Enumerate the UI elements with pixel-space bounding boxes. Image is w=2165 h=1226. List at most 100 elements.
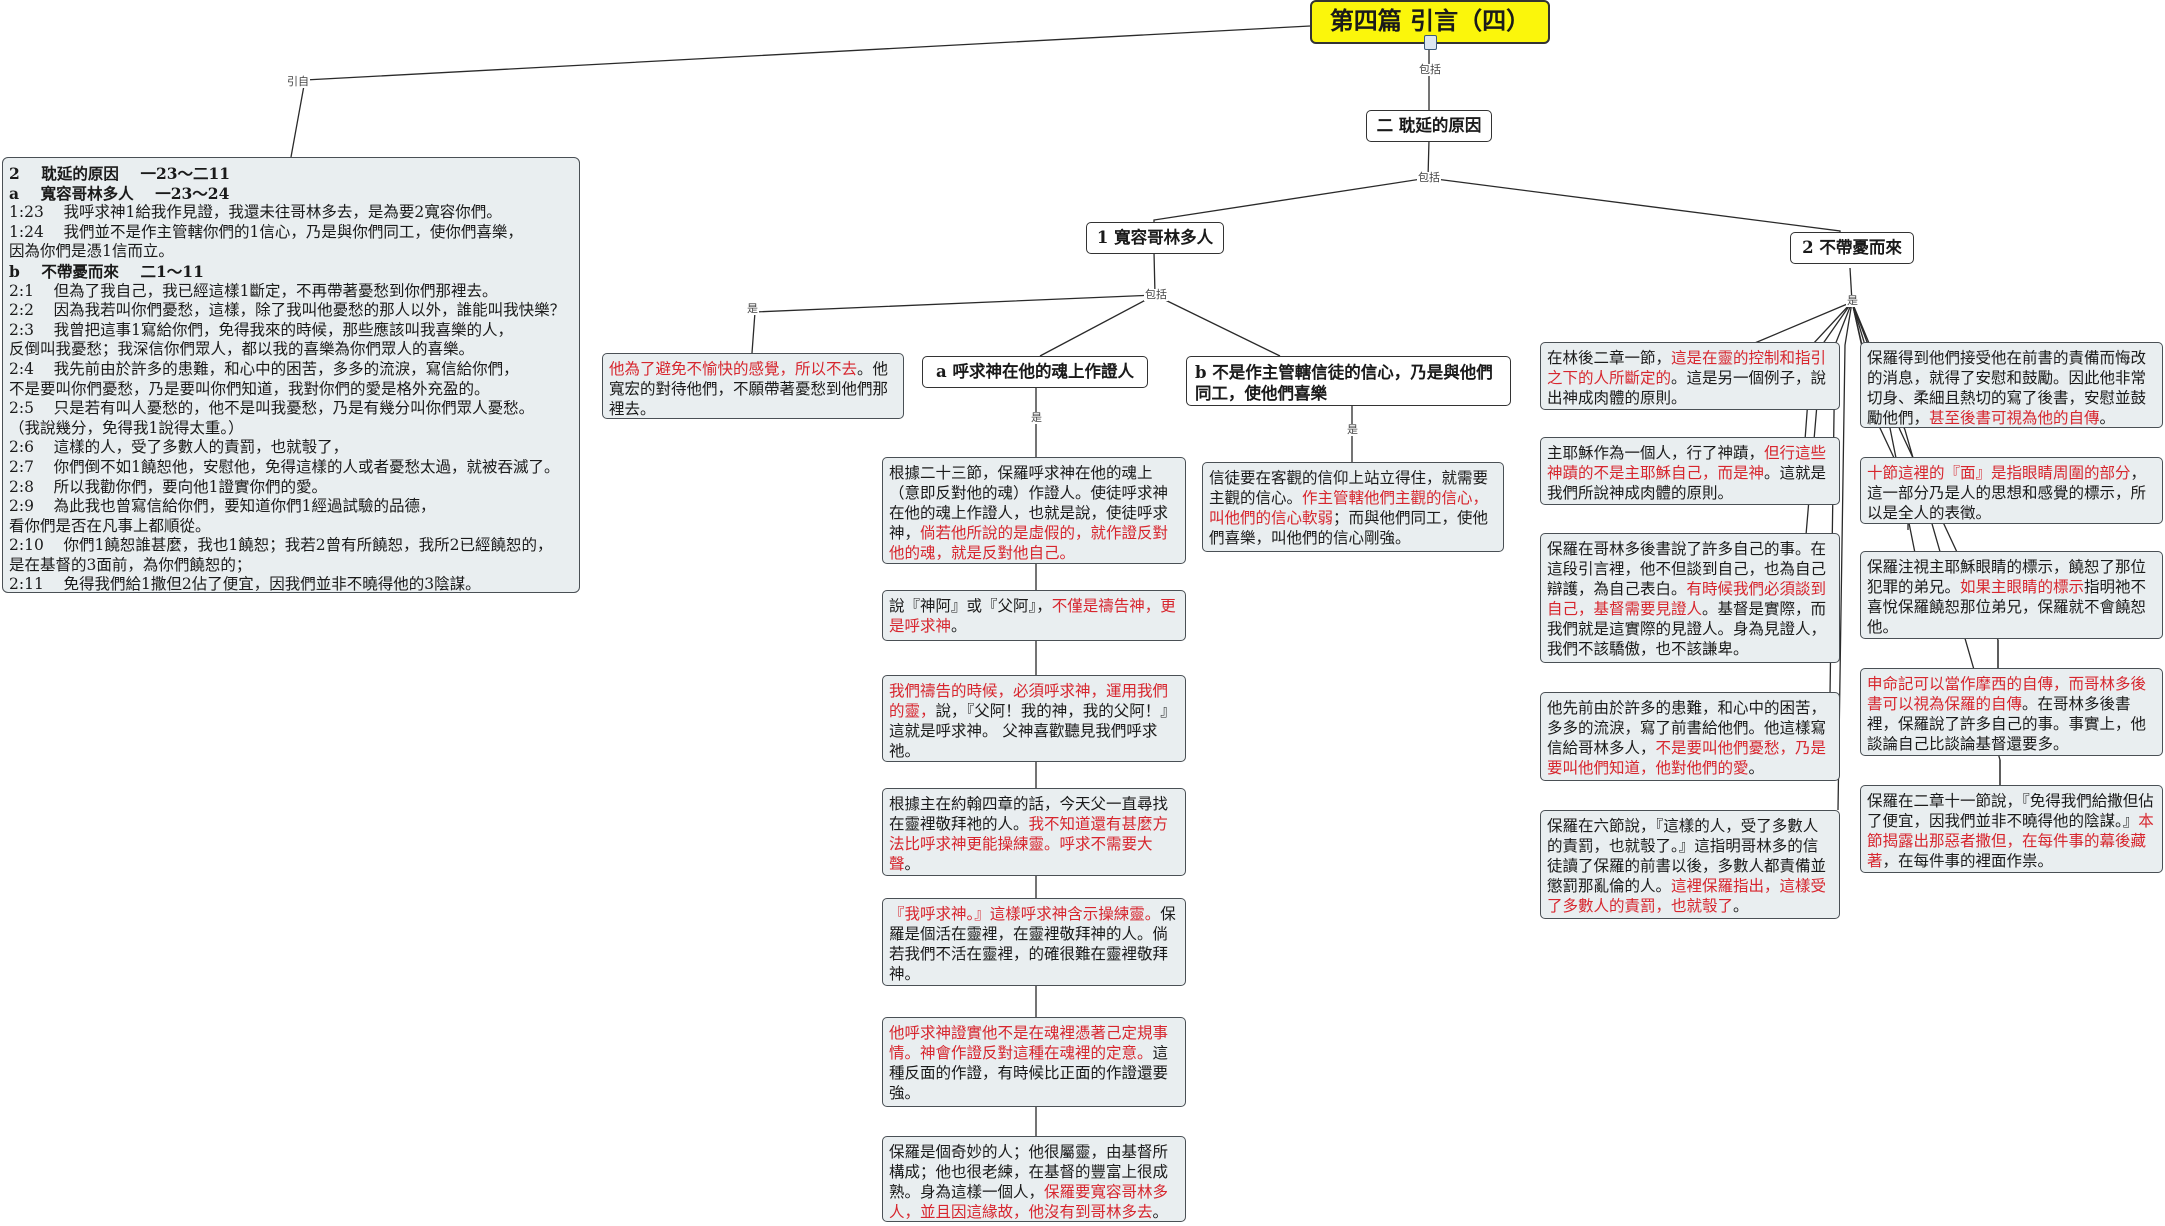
- note-d3[interactable]: 保羅注視主耶穌眼睛的標示，饒恕了那位犯罪的弟兄。如果主眼睛的標示指明祂不喜悅保羅…: [1860, 551, 2163, 639]
- highlight-text: 如果主眼睛的標示: [1960, 578, 2085, 596]
- note-text: 。: [1748, 759, 1765, 777]
- section-header-call-god-witness[interactable]: a 呼求神在他的魂上作證人: [922, 356, 1148, 388]
- note-icon[interactable]: [1424, 35, 1437, 50]
- highlight-text: 他為了避免不愉快的感覺，所以不去: [609, 360, 858, 378]
- highlight-text: 不僅是禱告神，更是呼求神: [889, 597, 1176, 635]
- note-a6[interactable]: 他呼求神證實他不是在魂裡憑著己定規事情。神會作證反對這種在魂裡的定意。這種反面的…: [882, 1017, 1186, 1107]
- link-label-is-2: 是: [1846, 294, 1859, 307]
- link-label-is-a: 是: [1030, 411, 1043, 424]
- note-d4[interactable]: 申命記可以當作摩西的自傳，而哥林多後書可以視為保羅的自傳。在哥林多後書裡，保羅說…: [1860, 668, 2163, 756]
- link-h2-h21: [1153, 139, 1430, 226]
- note-text: 。: [2099, 409, 2116, 427]
- note-text: 保羅注視主耶穌眼睛的標示，饒恕了那位犯罪的弟兄。: [1867, 558, 2147, 596]
- highlight-text: 作主管轄他們主觀的信心，叫他們的信心軟弱: [1209, 489, 1489, 527]
- scripture-line: 2:3 我曾把這事1寫給你們，免得我來的時候，那些應該叫我喜樂的人，: [9, 320, 514, 339]
- note-c2[interactable]: 主耶穌作為一個人，行了神蹟，但行這些神蹟的不是主耶穌自己，而是神。這就是我們所說…: [1540, 437, 1840, 505]
- note-text: 。: [904, 855, 921, 873]
- link-label-include-1: 包括: [1418, 63, 1442, 76]
- link-label-include-2: 包括: [1417, 171, 1441, 184]
- note-text: 保羅是個奇妙的人；他很屬靈，由基督所構成；他也很老練，在基督的豐富上很成熟。身為…: [889, 1143, 1169, 1201]
- note-text: 。他寬宏的對待他們，不願帶著憂愁到他們那裡去。: [609, 360, 889, 418]
- link-h21-hb: [1154, 294, 1281, 357]
- highlight-text: 『我呼求神。』這樣呼求神含示操練靈。: [889, 905, 1161, 923]
- note-text: 。這是另一個例子，說出神成肉體的原則。: [1547, 369, 1827, 407]
- link-h22-n5: [1837, 301, 1853, 811]
- note-text: 根據主在約翰四章的話，今天父一直尋找在靈裡敬拜祂的人。: [889, 795, 1169, 833]
- note-text: 保羅在二章十一節說，『免得我們給撒但佔了便宜，因我們並非不曉得他的陰謀。』: [1867, 792, 2154, 830]
- note-text: 。: [1733, 897, 1749, 915]
- section-header-delay-reasons[interactable]: 二 耽延的原因: [1366, 110, 1492, 142]
- note-d1[interactable]: 保羅得到他們接受他在前書的責備而悔改的消息，就得了安慰和鼓勵。因此他非常切身、柔…: [1860, 342, 2163, 428]
- highlight-text: 甚至後書可視為他的自傳: [1929, 409, 2100, 427]
- note-text: 。這就是我們所說神成肉體的原則。: [1547, 464, 1827, 502]
- highlight-text: 有時候我們必須談到自己，基督需要見證人: [1547, 580, 1827, 618]
- scripture-line: 1:24 我們並不是作主管轄你們的1信心，乃是與你們同工，使你們喜樂，: [9, 222, 523, 241]
- note-d5[interactable]: 保羅在二章十一節說，『免得我們給撒但佔了便宜，因我們並非不曉得他的陰謀。』本節揭…: [1860, 785, 2163, 873]
- note-text: 這種反面的作證，有時候比正面的作證還要強。: [889, 1044, 1169, 1102]
- scripture-line: b 不帶憂而來 二1～11: [9, 261, 204, 281]
- note-text: ，在每件事的裡面作祟。: [1882, 852, 2054, 870]
- link-label-is-avoid: 是: [746, 302, 759, 315]
- scripture-line: 不是要叫你們憂愁，乃是要叫你們知道，我對你們的愛是格外充盈的。: [9, 379, 490, 398]
- note-text: 保羅是個活在靈裡，在靈裡敬拜神的人。倘若我們不活在靈裡，的確很難在靈裡敬拜神。: [889, 905, 1176, 983]
- section-header-tolerate[interactable]: 1 寬容哥林多人: [1086, 222, 1224, 254]
- note-text: 在林後二章一節，: [1547, 349, 1672, 367]
- note-text: 。: [1152, 1203, 1169, 1221]
- note-a1[interactable]: 根據二十三節，保羅呼求神在他的魂上（意即反對他的魂）作證人。使徒呼求神在他的魂上…: [882, 457, 1186, 564]
- scripture-line: （我說幾分，免得我1說得太重。）: [9, 418, 244, 437]
- note-text: 說，『父阿！我的神，我的父阿！』這就是呼求神。 父神喜歡聽見我們呼求祂。: [889, 702, 1176, 760]
- note-text: 。: [951, 617, 967, 635]
- scripture-line: 2:10 你們1饒恕誰甚麼，我也1饒恕；我若2曾有所饒恕，我所2已經饒恕的，: [9, 536, 553, 555]
- highlight-text: 我們禱告的時候，必須呼求神，運用我們的靈，: [889, 682, 1169, 720]
- highlight-text: 十節這裡的『面』是指眼睛周圍的部分: [1867, 464, 2131, 482]
- note-text: 。基督是實際，而我們就是這實際的見證人。身為見證人，我們不該驕傲，也不該謙卑。: [1547, 600, 1827, 658]
- note-text: 根據二十三節，保羅呼求神在他的魂上（意即反對他的魂）作證人。使徒呼求神在他的魂上…: [889, 464, 1169, 542]
- scripture-line: 2:11 免得我們給1撒但2佔了便宜，因我們並非不曉得他的3陰謀。: [9, 575, 481, 594]
- link-title-scripture: [290, 25, 1311, 158]
- note-c1[interactable]: 在林後二章一節，這是在靈的控制和指引之下的人所斷定的。這是另一個例子，說出神成肉…: [1540, 342, 1840, 410]
- section-header-no-sorrow[interactable]: 2 不帶憂而來: [1790, 232, 1914, 264]
- note-a4[interactable]: 根據主在約翰四章的話，今天父一直尋找在靈裡敬拜祂的人。我不知道還有甚麼方法比呼求…: [882, 788, 1186, 876]
- highlight-text: 這是在靈的控制和指引之下的人所斷定的: [1547, 349, 1827, 387]
- link-h2-h22: [1427, 177, 1841, 242]
- scripture-line: 2:8 所以我勸你們，要向他1證實你們的愛。: [9, 477, 328, 496]
- link-h21-ha: [1039, 294, 1156, 357]
- highlight-text: 他呼求神證實他不是在魂裡憑著己定規事情。神會作證反對這種在魂裡的定意。: [889, 1024, 1169, 1062]
- note-a3[interactable]: 我們禱告的時候，必須呼求神，運用我們的靈，說，『父阿！我的神，我的父阿！』這就是…: [882, 675, 1186, 762]
- note-c4[interactable]: 他先前由於許多的患難，和心中的困苦，多多的流淚，寫了前書給他們。他這樣寫信給哥林…: [1540, 692, 1840, 781]
- link-label-include-3: 包括: [1144, 288, 1168, 301]
- highlight-text: 但行這些神蹟的不是主耶穌自己，而是神: [1547, 444, 1827, 482]
- scripture-line: 2:2 因為我若叫你們憂愁，這樣，除了我叫他憂愁的那人以外，誰能叫我快樂？: [9, 301, 566, 320]
- highlight-text: 我不知道還有甚麼方法比呼求神更能操練靈。呼求不需要大聲: [889, 815, 1169, 873]
- note-text: 保羅在哥林多後書說了許多自己的事。在這段引言裡，他不但談到自己，也為自己辯護，為…: [1547, 540, 1827, 598]
- note-text: 說『神阿』或『父阿』，: [889, 597, 1052, 615]
- scripture-line: 2 耽延的原因 一23～二11: [9, 164, 231, 183]
- scripture-line: 2:5 只是若有叫人憂愁的，他不是叫我憂愁，乃是有幾分叫你們眾人憂愁。: [9, 399, 535, 418]
- section-header-not-lord-over-faith[interactable]: b 不是作主管轄信徒的信心，乃是與他們同工，使他們喜樂: [1186, 356, 1511, 406]
- scripture-line: 1:23 我呼求神1給我作見證，我還未往哥林多去，是為要2寬容你們。: [9, 203, 502, 222]
- highlight-text: 不是要叫他們憂愁，乃是要叫他們知道，他對他們的愛: [1547, 739, 1827, 777]
- note-d2[interactable]: 十節這裡的『面』是指眼睛周圍的部分，這一部分乃是人的思想和感覺的標示，所以是全人…: [1860, 457, 2163, 524]
- link-h21-avoid: [751, 251, 1156, 354]
- note-c3[interactable]: 保羅在哥林多後書說了許多自己的事。在這段引言裡，他不但談到自己，也為自己辯護，為…: [1540, 533, 1840, 663]
- scripture-line: 是在基督的3面前，為你們饒恕的；: [9, 555, 252, 574]
- note-avoid-unpleasant[interactable]: 他為了避免不愉快的感覺，所以不去。他寬宏的對待他們，不願帶著憂愁到他們那裡去。: [602, 353, 904, 419]
- scripture-line: 因為你們是憑1信而立。: [9, 242, 174, 261]
- note-a2[interactable]: 說『神阿』或『父阿』，不僅是禱告神，更是呼求神。: [882, 590, 1186, 641]
- note-text: 他先前由於許多的患難，和心中的困苦，多多的流淚，寫了前書給他們。他這樣寫信給哥林…: [1547, 699, 1827, 757]
- note-text: ，這一部分乃是人的思想和感覺的標示，所以是全人的表徵。: [1867, 464, 2147, 522]
- scripture-line: 2:1 但為了我自己，我已經這樣1斷定，不再帶著憂愁到你們那裡去。: [9, 281, 498, 300]
- link-h22-n1: [1749, 301, 1853, 346]
- highlight-text: 這裡保羅指出，這樣受了多數人的責罰，也就彀了: [1547, 877, 1827, 915]
- scripture-line: 看你們是否在凡事上都順從。: [9, 516, 211, 535]
- highlight-text: 倘若他所說的是虛假的，就作證反對他的魂，就是反對他自己。: [889, 524, 1169, 562]
- note-text: 保羅在六節說，『這樣的人，受了多數人的責罰，也就彀了。』這指明哥林多的信徒讀了保…: [1547, 817, 1827, 895]
- highlight-text: 申命記可以當作摩西的自傳，而哥林多後書可以視為保羅的自傳: [1867, 675, 2147, 713]
- note-c5[interactable]: 保羅在六節說，『這樣的人，受了多數人的責罰，也就彀了。』這指明哥林多的信徒讀了保…: [1540, 810, 1840, 919]
- note-text: ；而與他們同工，使他們喜樂，叫他們的信心剛強。: [1209, 509, 1489, 547]
- note-a5[interactable]: 『我呼求神。』這樣呼求神含示操練靈。保羅是個活在靈裡，在靈裡敬拜神的人。倘若我們…: [882, 898, 1186, 986]
- note-text: 信徒要在客觀的信仰上站立得住，就需要主觀的信心。: [1209, 469, 1489, 507]
- note-a7[interactable]: 保羅是個奇妙的人；他很屬靈，由基督所構成；他也很老練，在基督的豐富上很成熟。身為…: [882, 1136, 1186, 1222]
- note-b1[interactable]: 信徒要在客觀的信仰上站立得住，就需要主觀的信心。作主管轄他們主觀的信心，叫他們的…: [1202, 462, 1504, 552]
